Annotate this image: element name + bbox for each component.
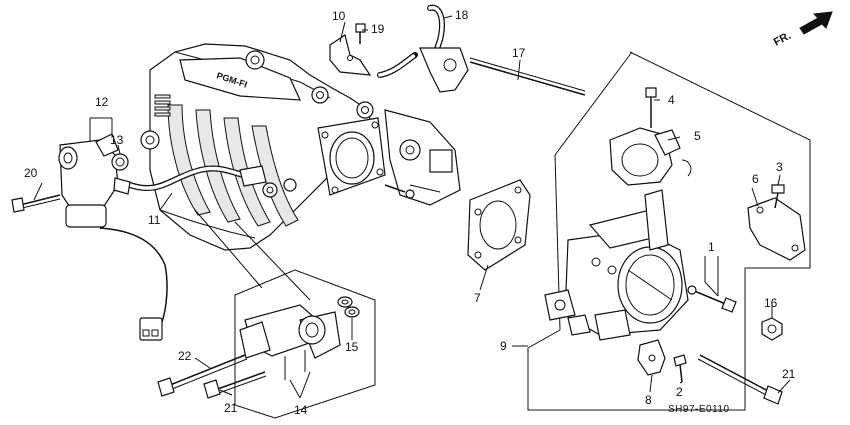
- throttle-sensor-5: [609, 127, 692, 186]
- callouts: 10 19 18 17 12 13 20 11 4 5 3 6 7 1 9 8 …: [24, 8, 796, 417]
- callout-16: 16: [764, 296, 778, 310]
- callout-11: 11: [148, 213, 161, 227]
- throttle-body-9: [544, 189, 689, 341]
- callout-3: 3: [776, 160, 783, 174]
- screw-4: [645, 87, 657, 128]
- callout-13: 13: [110, 133, 124, 147]
- screw-2: [673, 354, 687, 383]
- callout-8: 8: [645, 393, 652, 407]
- callout-2: 2: [676, 385, 683, 399]
- tube-17: [469, 57, 586, 96]
- callout-5: 5: [694, 129, 701, 143]
- clip-8: [637, 339, 666, 376]
- bolt-19: [355, 23, 366, 44]
- bracket-10: [329, 34, 372, 76]
- callout-18: 18: [455, 8, 469, 22]
- diagram-code: SH97-E0110: [668, 404, 730, 415]
- callout-20: 20: [24, 166, 38, 180]
- o-ring-13: [111, 153, 129, 171]
- front-direction-arrow: FR.: [772, 11, 833, 49]
- direction-label: FR.: [772, 30, 793, 49]
- bracket-6: [747, 197, 806, 261]
- callout-22: 22: [178, 349, 192, 363]
- o-rings-15: [337, 296, 360, 318]
- nut-16: [761, 317, 783, 341]
- callout-6: 6: [752, 172, 759, 186]
- callout-1: 1: [708, 240, 715, 254]
- bolt-21-right: [697, 354, 783, 405]
- bolt-20: [11, 194, 61, 213]
- bolt-22: [157, 354, 248, 397]
- idle-valve-14: [239, 304, 341, 380]
- inset-frame: [194, 209, 376, 419]
- screw-1: [687, 285, 737, 313]
- intake-manifold: PGM-FI: [140, 43, 461, 251]
- idle-control-valve-12: [58, 133, 168, 341]
- hose-18: [377, 4, 469, 93]
- callout-9: 9: [500, 339, 507, 353]
- leader-lines: [33, 15, 791, 399]
- hose-11: [127, 165, 267, 192]
- callout-19: 19: [371, 22, 385, 36]
- callout-21-left: 21: [224, 401, 238, 415]
- bolt-21-left: [203, 371, 267, 399]
- callout-15: 15: [345, 340, 359, 354]
- callout-10: 10: [332, 9, 346, 23]
- callout-17: 17: [512, 46, 526, 60]
- callout-4: 4: [668, 93, 675, 107]
- callout-7: 7: [474, 291, 481, 305]
- bolt-3: [771, 184, 785, 209]
- throttle-body-frame: [527, 51, 811, 411]
- gasket-7: [467, 179, 531, 271]
- callout-12: 12: [95, 95, 109, 109]
- callout-14: 14: [294, 403, 308, 417]
- callout-21-right: 21: [782, 367, 796, 381]
